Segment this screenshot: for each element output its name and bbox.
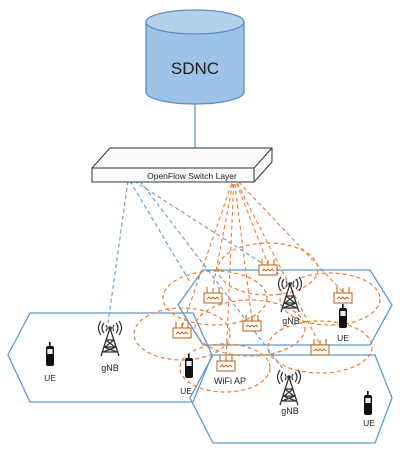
ue-left-label: UE: [44, 373, 56, 383]
ue-center-label: UE: [180, 386, 192, 396]
sdnc-label: SDNC: [171, 59, 219, 78]
ue-right-phone-icon: [364, 391, 372, 415]
wifi-ap-icon: [333, 286, 353, 304]
switch-layer: OpenFlow Switch Layer: [91, 147, 273, 183]
gnb-bottom-tower-icon: [276, 369, 302, 406]
ue-top-label: UE: [337, 333, 349, 343]
wifi-ap-icon: [203, 286, 223, 304]
wifi-ap-icon: [216, 354, 236, 372]
wifi-ap-icon: [242, 314, 262, 332]
ue-right-label: UE: [363, 418, 375, 428]
ue-center-phone-icon: [185, 354, 193, 378]
wifi-ap-icon: [310, 338, 330, 356]
wifi-ap-label: WiFi AP: [214, 376, 246, 386]
wifi-ap-icon: [172, 321, 192, 339]
switch-layer-label: OpenFlow Switch Layer: [147, 171, 237, 181]
wifi-coverage-ellipses: [133, 242, 381, 393]
cell-top: [177, 269, 393, 346]
sdnc-controller: SDNC: [145, 9, 245, 105]
gnb-top-label: gNB: [282, 316, 300, 326]
ue-left-phone-icon: [46, 342, 54, 366]
cell-bottom: [189, 354, 393, 444]
wifi-ap-links: [181, 176, 344, 361]
gnb-left-tower-icon: [97, 320, 123, 357]
gnb-links: [107, 180, 285, 371]
gnb-bottom-label: gNB: [281, 406, 299, 416]
gnb-left-label: gNB: [101, 363, 119, 373]
ue-top-phone-icon: [339, 304, 347, 328]
wifi-ap-icon: [258, 258, 278, 276]
cell-left: [7, 312, 213, 403]
